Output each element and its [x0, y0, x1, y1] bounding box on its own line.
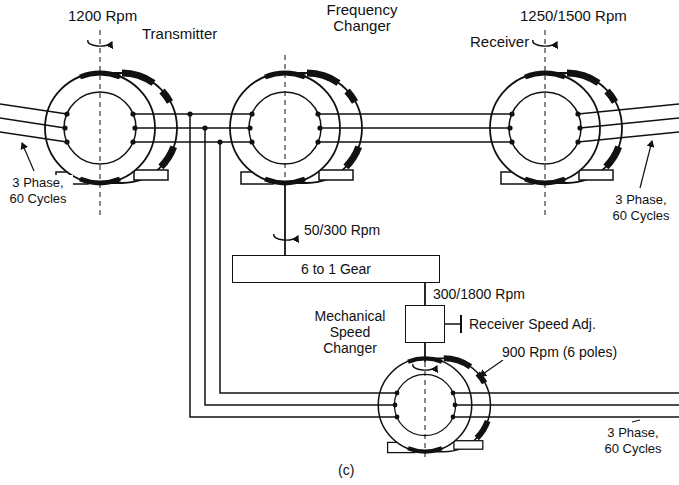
rotation-arrow [533, 40, 557, 46]
axis-line [425, 362, 426, 460]
axis-line [100, 30, 101, 215]
rotation-arrow [274, 234, 298, 240]
shafts [100, 30, 545, 460]
wire [0, 132, 67, 142]
wire [135, 127, 250, 129]
rotation-arrow [88, 40, 112, 46]
shaft-line [424, 343, 426, 362]
axis-line [285, 55, 286, 185]
leader-line [22, 143, 34, 171]
wire [318, 141, 512, 143]
text-label: 1250/1500 Rpm [518, 8, 629, 24]
text-label: Receiver Speed Adj. [467, 316, 598, 332]
leader-line [632, 420, 640, 422]
leader-line [640, 141, 652, 188]
speed-changer-box: Mechanical Speed Changer [405, 305, 445, 343]
text-label: Frequency Changer [318, 2, 406, 34]
wire [580, 118, 679, 128]
edge-label: 300/1800 Rpm [431, 286, 527, 302]
axis-line [545, 30, 546, 215]
text-label: 3 Phase, 60 Cycles [598, 425, 668, 457]
adjust-rod [445, 323, 461, 325]
rotation-arrow [413, 364, 437, 370]
text-label: 1200 Rpm [66, 8, 139, 24]
wire [578, 132, 679, 142]
terminal-dots [62, 111, 582, 419]
shaft-line [284, 185, 286, 256]
wire [453, 392, 679, 394]
wire [0, 104, 67, 114]
text-label: 900 Rpm (6 poles) [500, 344, 619, 360]
text-label: Transmitter [140, 26, 219, 42]
wire [320, 127, 510, 129]
text-label: Receiver [468, 34, 531, 50]
node-text: 6 to 1 Gear [301, 261, 371, 277]
wire [578, 104, 679, 114]
wires [0, 104, 679, 417]
leader-lines [22, 141, 652, 422]
text-label: 3 Phase, 60 Cycles [3, 175, 73, 207]
node-text: Mechanical Speed Changer [302, 308, 398, 356]
leader-line [480, 360, 503, 376]
wire [133, 141, 252, 143]
wire [0, 118, 65, 128]
text-label: 3 Phase, 60 Cycles [606, 192, 676, 224]
receiver-machine [490, 73, 622, 184]
wire [455, 404, 679, 406]
gear-box: 6 to 1 Gear [232, 255, 440, 283]
adjust-handle [460, 315, 462, 333]
wire [453, 416, 679, 418]
shaft-connector [424, 283, 426, 305]
text-label: (c) [336, 462, 356, 478]
text-label: 50/300 Rpm [302, 222, 382, 238]
wire [318, 113, 512, 115]
